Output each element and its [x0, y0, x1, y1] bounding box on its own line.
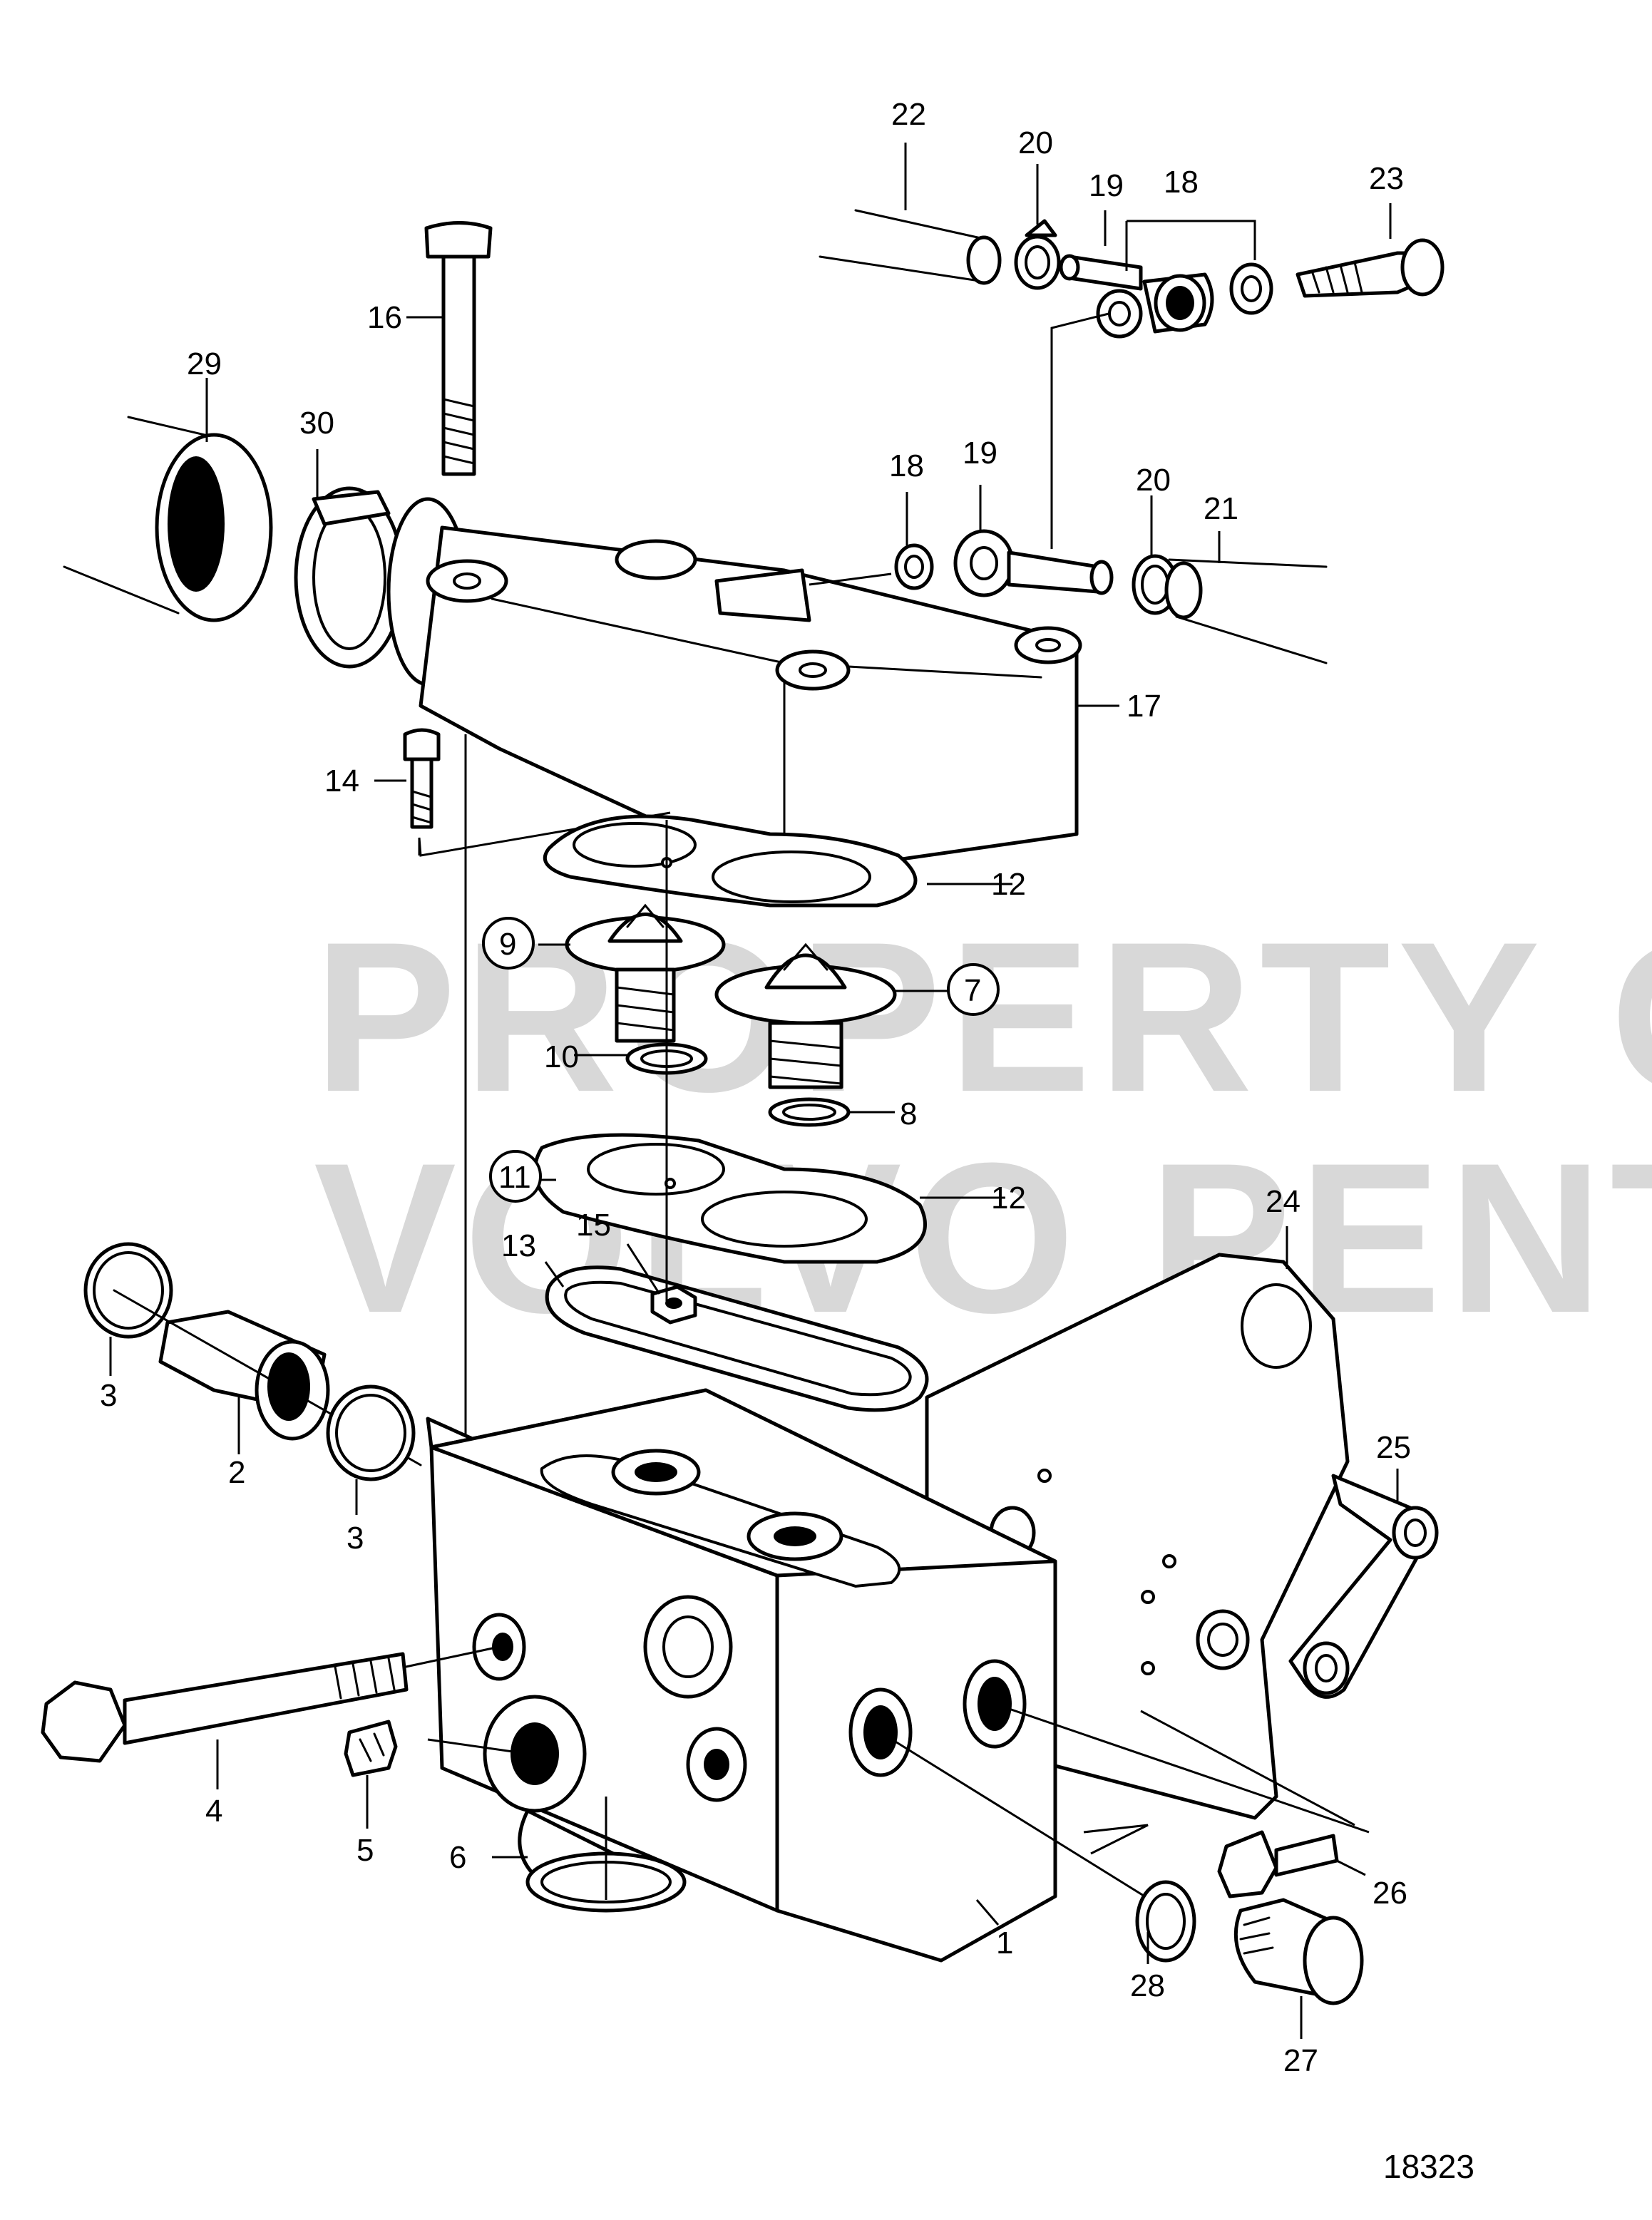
callout-29: 29 [187, 346, 222, 381]
callout-22: 22 [891, 97, 926, 132]
hose-21 [1168, 558, 1328, 664]
callout-19-upper: 19 [1089, 168, 1124, 203]
callout-7-circle [947, 963, 1000, 1016]
banjo-bolt-19-upper [1067, 255, 1143, 291]
callout-14: 14 [324, 764, 359, 798]
callout-20-lower: 20 [1136, 463, 1171, 498]
callout-5: 5 [356, 1833, 374, 1868]
bolt-4 [41, 1652, 409, 1763]
callout-3-left: 3 [100, 1378, 117, 1413]
callout-13: 13 [501, 1228, 536, 1263]
callout-21: 21 [1204, 491, 1238, 526]
gasket-12-upper [543, 814, 918, 908]
thermostat-housing-cover-17 [386, 497, 1082, 879]
plug-5 [344, 1720, 398, 1777]
watermark-line-1: PROPERTY OF [314, 897, 1652, 1136]
cover-side-outlet [714, 568, 811, 622]
callout-16: 16 [367, 300, 402, 335]
callout-26: 26 [1373, 1876, 1407, 1911]
screw-14 [403, 728, 671, 857]
callout-18-lower: 18 [889, 448, 924, 483]
callout-2: 2 [228, 1455, 245, 1490]
callout-1: 1 [996, 1926, 1013, 1961]
thermostat-7 [714, 942, 897, 1089]
callout-7: 7 [964, 973, 981, 1008]
callout-4: 4 [205, 1794, 222, 1829]
callout-10: 10 [544, 1039, 579, 1074]
hose-22-end [966, 235, 1002, 285]
gasket-12-lower [533, 1133, 927, 1264]
callout-12-upper: 12 [991, 867, 1026, 902]
callout-9-circle [482, 917, 535, 970]
callout-3-right: 3 [347, 1521, 364, 1556]
callout-25: 25 [1376, 1430, 1411, 1465]
callout-8: 8 [900, 1096, 917, 1131]
bolt-16 [424, 221, 493, 476]
callout-leaders [109, 143, 1399, 2039]
callout-28: 28 [1130, 1968, 1165, 2003]
callout-17: 17 [1127, 689, 1161, 724]
callout-11: 11 [498, 1160, 531, 1195]
plug-27 [1233, 1898, 1364, 2005]
bolt-16-shank [441, 255, 476, 476]
lower-hose-assembly [809, 312, 1328, 664]
thermostat-9 [565, 903, 726, 1043]
hose-22 [819, 209, 985, 283]
drawing-number: 18323 [1383, 2148, 1474, 2185]
upper-hose-assembly [819, 209, 1445, 339]
callout-24: 24 [1266, 1184, 1300, 1219]
callout-11-circle [489, 1150, 542, 1203]
callout-6: 6 [449, 1840, 466, 1875]
bolt-16-head [424, 221, 493, 259]
callout-23: 23 [1369, 161, 1404, 196]
hose-29-and-clamp-30 [63, 416, 405, 669]
callout-labels: 22 20 19 18 23 16 29 30 18 19 20 21 17 1… [100, 97, 1411, 2078]
callout-19-lower: 19 [963, 436, 997, 471]
callout-15: 15 [576, 1208, 611, 1243]
callout-9: 9 [499, 927, 516, 962]
callout-27: 27 [1283, 2043, 1318, 2078]
callout-12-lower: 12 [991, 1181, 1026, 1216]
link-25 [1288, 1474, 1439, 1699]
housing-top-face [429, 1388, 1057, 1578]
screw-26 [1217, 1830, 1278, 1898]
pipe-2-and-rings-3 [83, 1242, 422, 1481]
callout-30: 30 [299, 406, 334, 441]
callout-18-upper: 18 [1164, 165, 1199, 200]
callout-20-upper: 20 [1018, 125, 1053, 160]
